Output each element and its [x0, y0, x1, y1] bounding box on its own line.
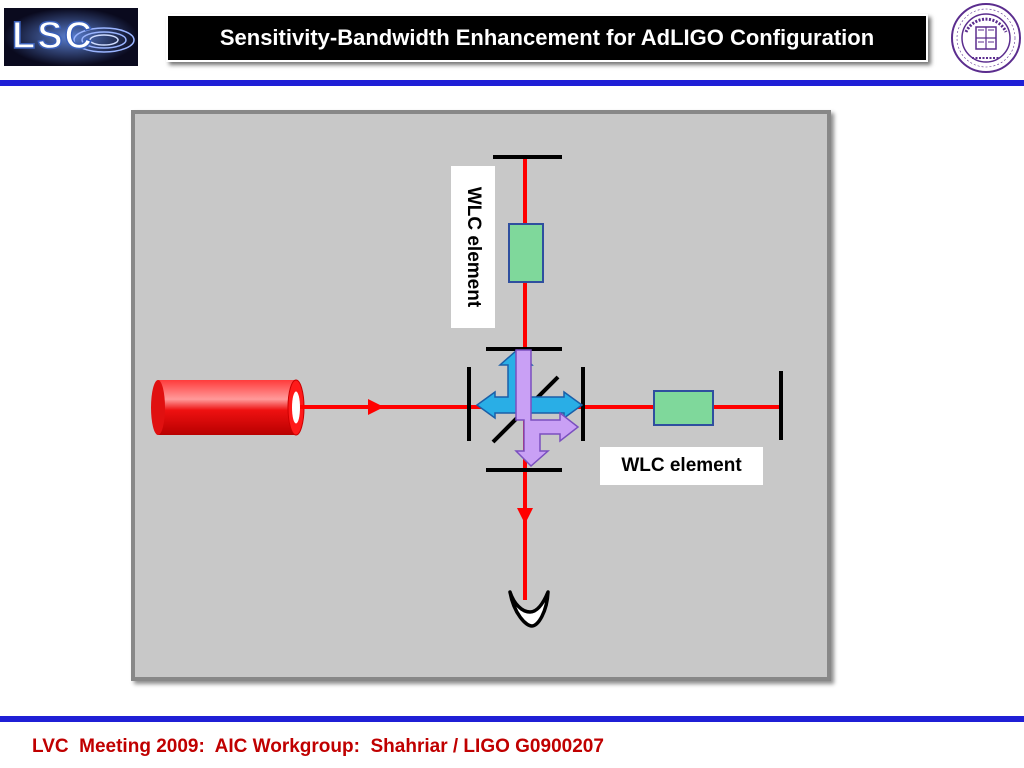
output-beam-arrow	[517, 508, 533, 524]
lsc-logo-text: LSC	[12, 15, 94, 57]
university-seal	[950, 2, 1022, 74]
detector	[508, 590, 550, 628]
bottom-accent-bar	[0, 716, 1024, 722]
top-accent-bar	[0, 80, 1024, 86]
mirrors	[467, 155, 783, 472]
wlc-element-label-vertical: WLC element	[451, 166, 495, 328]
wlc-element-vertical	[508, 223, 544, 283]
page-title: Sensitivity-Bandwidth Enhancement for Ad…	[219, 25, 875, 50]
violet-double-arrow	[514, 349, 580, 468]
wlc-element-label-horizontal: WLC element	[600, 447, 763, 485]
title-banner: Sensitivity-Bandwidth Enhancement for Ad…	[166, 14, 928, 62]
laser-source	[151, 379, 305, 436]
footer-citation: LVC Meeting 2009: AIC Workgroup: Shahria…	[32, 736, 604, 757]
input-beam-arrow	[368, 399, 384, 415]
interferometer-diagram-panel	[131, 110, 831, 681]
lsc-logo: LSC	[4, 8, 138, 66]
wlc-element-horizontal	[653, 390, 714, 426]
